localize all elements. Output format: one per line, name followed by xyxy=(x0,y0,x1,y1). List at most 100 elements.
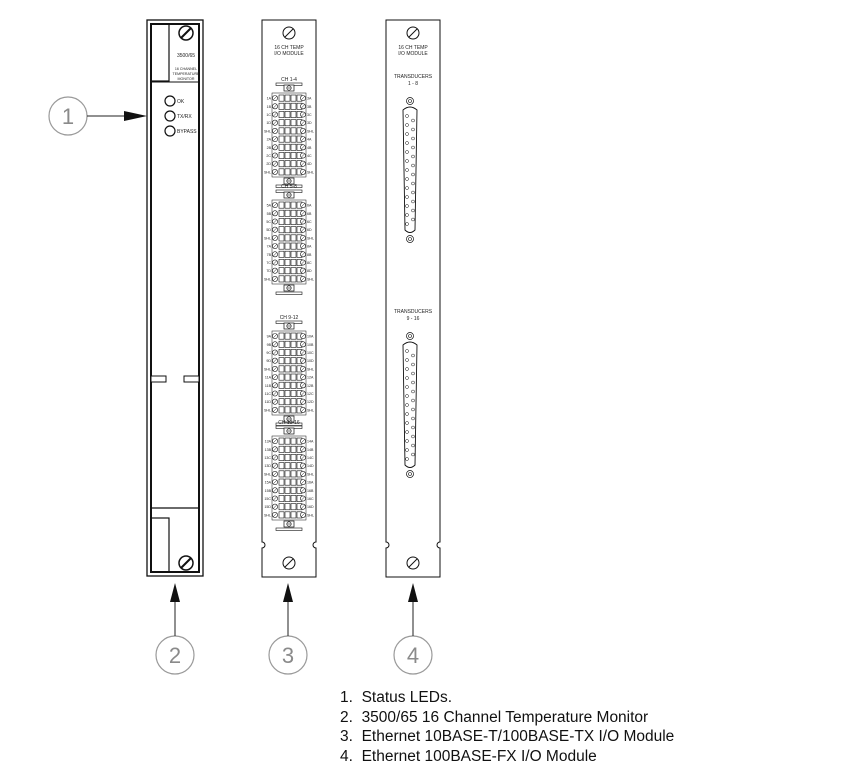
terminal-screw-slot xyxy=(273,276,277,281)
monitor-title-line2: TEMPERATURE xyxy=(173,72,200,76)
block-body-outline xyxy=(271,92,307,178)
terminal-screw-slot xyxy=(273,219,277,224)
terminal-screw-slot xyxy=(301,203,305,208)
block-header-label: CH 1-4 xyxy=(281,77,297,83)
dsub-module-title-line2: I/O MODULE xyxy=(398,51,428,57)
connector-pin xyxy=(405,186,409,190)
terminal-cell xyxy=(290,201,297,209)
connector-pin xyxy=(411,398,415,403)
connector-pin xyxy=(411,380,415,385)
block-bottom-rail xyxy=(275,527,303,531)
terminal-screw-slot xyxy=(273,375,277,380)
terminal-label-left: 11B xyxy=(265,384,272,388)
block-body-outline xyxy=(271,330,307,416)
monitor-top-screw-icon xyxy=(178,25,194,41)
terminal-screw-slot xyxy=(301,260,305,265)
terminal-screw-slot xyxy=(301,153,305,158)
legend-item-number: 2. xyxy=(340,708,353,726)
terminal-label-left: 11A xyxy=(265,376,272,380)
legend-item-text: 3500/65 16 Channel Temperature Monitor xyxy=(361,708,649,726)
terminal-screw-slot xyxy=(301,112,305,117)
terminal-label-right: 14B xyxy=(307,448,314,452)
terminal-cell xyxy=(278,152,285,159)
terminal-cell xyxy=(290,234,297,242)
terminal-screw-slot xyxy=(301,128,305,133)
terminal-label-right: SHL xyxy=(307,513,314,517)
connector-pin xyxy=(405,204,409,208)
connector-pin xyxy=(411,127,415,132)
monitor-model-label: 3500/65 xyxy=(177,53,195,59)
connector-pin xyxy=(411,136,415,141)
dsub-module-outline xyxy=(385,19,441,578)
terminal-label-left: SHL xyxy=(264,513,271,517)
connector-pin xyxy=(405,159,409,163)
terminal-cell xyxy=(284,135,291,143)
terminal-cell xyxy=(284,437,291,445)
legend-item: 4. Ethernet 100BASE-FX I/O Module xyxy=(340,747,674,767)
terminal-cell xyxy=(284,242,291,250)
terminal-label-right: 14C xyxy=(307,456,314,460)
terminal-screw-slot xyxy=(301,471,305,476)
status-led-bypass: BYPASS xyxy=(164,125,197,137)
terminal-cell xyxy=(284,445,291,453)
terminal-cell xyxy=(290,119,297,127)
terminal-cell xyxy=(290,390,297,397)
connector-2-label-line2: 9 - 16 xyxy=(407,316,420,322)
terminal-cell xyxy=(278,478,285,486)
connector-1-label-line2: 1 - 8 xyxy=(408,81,418,87)
terminal-cell xyxy=(290,365,297,373)
terminal-screw-slot xyxy=(301,366,305,371)
terminal-label-left: 13D xyxy=(264,464,271,468)
legend-item-number: 1. xyxy=(340,689,353,706)
terminal-screw-slot xyxy=(273,227,277,232)
connector-pin xyxy=(411,172,415,177)
terminal-cell xyxy=(278,437,285,445)
status-led-txrx: TX/RX xyxy=(164,110,192,122)
block-body-outline xyxy=(271,199,307,285)
terminal-cell xyxy=(278,406,285,414)
block-bottom-rail xyxy=(275,291,303,295)
terminal-label-left: 1C xyxy=(266,113,271,117)
terminal-cell xyxy=(278,201,285,209)
callout-3: 3 xyxy=(268,583,308,675)
block-body-outline xyxy=(271,435,307,521)
terminal-cell xyxy=(284,454,291,461)
terminal-screw-slot xyxy=(301,227,305,232)
terminal-screw-slot xyxy=(301,383,305,388)
terminal-label-left: SHL xyxy=(264,472,271,476)
connector-shell xyxy=(402,106,418,233)
terminal-label-left: 9B xyxy=(267,343,272,347)
terminal-screw-slot xyxy=(301,235,305,240)
terminal-cell xyxy=(290,250,297,258)
terminal-cell xyxy=(290,332,297,340)
terminal-label-right: 14A xyxy=(307,440,314,444)
connector-pin xyxy=(405,123,409,127)
callout-1-arrow xyxy=(124,111,147,121)
terminal-label-right: 10D xyxy=(307,359,314,363)
connector-mount-hole-icon xyxy=(406,97,414,105)
terminal-label-right: 16C xyxy=(307,497,314,501)
terminal-cell xyxy=(284,234,291,242)
connector-pin xyxy=(411,407,415,412)
terminal-cell xyxy=(284,357,291,365)
terminal-screw-slot xyxy=(273,260,277,265)
terminal-cell xyxy=(284,119,291,127)
terminal-cell xyxy=(284,478,291,486)
terminal-screw-slot xyxy=(273,480,277,485)
terminal-cell xyxy=(284,381,291,389)
terminal-label-left: 7D xyxy=(266,269,271,273)
connector-pin xyxy=(405,177,409,181)
terminal-screw-slot xyxy=(273,383,277,388)
terminal-label-right: SHL xyxy=(307,472,314,476)
terminal-screw-slot xyxy=(273,169,277,174)
terminal-cell xyxy=(284,152,291,159)
connector-mount-hole-icon xyxy=(406,332,414,340)
terminal-cell xyxy=(290,373,297,381)
terminal-screw-slot xyxy=(273,407,277,412)
connector-pin xyxy=(411,353,415,358)
terminal-cell xyxy=(290,445,297,453)
connector-pin xyxy=(411,118,415,123)
block-header-label: CH 13-16 xyxy=(278,420,300,426)
terminal-cell xyxy=(284,127,291,135)
